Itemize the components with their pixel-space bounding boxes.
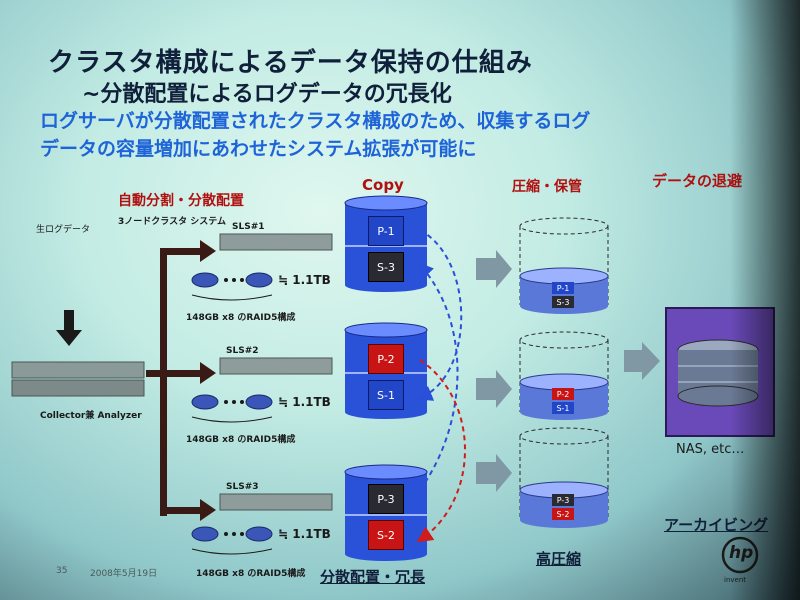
sls1-server-icon (219, 233, 333, 251)
subtitle-line2: データの容量増加にあわせたシステム拡張が可能に (40, 138, 477, 160)
label-high-compress: 高圧縮 (536, 550, 582, 568)
header-copy: Copy (362, 176, 404, 194)
header-evacuate: データの退避 (652, 172, 743, 190)
disk-group-3-icon (191, 526, 273, 555)
copy-block-p2-label: P-2 (377, 352, 395, 366)
collector-label: Collector兼 Analyzer (40, 411, 142, 421)
title-line2: ~分散配置によるログデータの冗長化 (82, 82, 452, 107)
copy-block-s3-label: S-3 (377, 260, 395, 274)
compressed-block-p3: P-3 (552, 494, 574, 506)
compressed-block-s3: S-3 (552, 296, 574, 308)
compressed-block-s2-label: S-2 (556, 509, 570, 519)
copy-block-p3: P-3 (368, 484, 404, 514)
subtitle-line1: ログサーバが分散配置されたクラスタ構成のため、収集するログ (40, 110, 591, 132)
archive-arrow-icon (624, 342, 660, 380)
copy-block-s2-label: S-2 (377, 528, 395, 542)
copy-arrow-p2-s2-icon (416, 359, 466, 543)
compressed-block-p3-label: P-3 (556, 495, 570, 505)
compressed-block-p1: P-1 (552, 282, 574, 294)
disk-group-2-icon (191, 394, 273, 423)
nas-archive-icon (665, 307, 775, 437)
disk-group-1-icon (191, 272, 273, 301)
node-label-sls1: SLS#1 (232, 222, 265, 232)
hp-logo-sub: invent (724, 576, 747, 584)
raw-log-label: 生ログデータ (36, 225, 91, 235)
cluster-system-label: 3ノードクラスタ システム (118, 217, 226, 227)
raid-label-3: 148GB x8 のRAID5構成 (196, 569, 306, 579)
copy-block-s3: S-3 (368, 252, 404, 282)
capacity-label-1: ≒ 1.1TB (278, 273, 331, 287)
capacity-label-2: ≒ 1.1TB (278, 395, 331, 409)
compressed-block-s2: S-2 (552, 508, 574, 520)
copy-block-p2: P-2 (368, 344, 404, 374)
copy-block-s1: S-1 (368, 380, 404, 410)
copy-block-p3-label: P-3 (377, 492, 395, 506)
compressed-block-s3-label: S-3 (556, 297, 570, 307)
compressed-block-p2: P-2 (552, 388, 574, 400)
header-distribute: 自動分割・分散配置 (118, 193, 244, 209)
compress-arrows-icon (476, 250, 512, 492)
sls2-server-icon (219, 357, 333, 375)
label-archiving: アーカイビング (664, 516, 769, 534)
label-nas: NAS, etc… (676, 442, 745, 457)
title-line1: クラスタ構成によるデータ保持の仕組み (48, 48, 533, 78)
node-label-sls2: SLS#2 (226, 346, 259, 356)
compressed-block-s1: S-1 (552, 402, 574, 414)
copy-block-s2: S-2 (368, 520, 404, 550)
raid-label-1: 148GB x8 のRAID5構成 (186, 313, 296, 323)
header-compress: 圧縮・保管 (512, 179, 582, 195)
page-number: 35 (56, 566, 68, 576)
copy-block-p1-label: P-1 (377, 224, 395, 238)
node-label-sls3: SLS#3 (226, 482, 259, 492)
hp-logo-text: hp (729, 543, 754, 563)
compressed-block-s1-label: S-1 (556, 403, 570, 413)
label-distributed: 分散配置・冗長 (320, 568, 426, 586)
compressed-block-p1-label: P-1 (556, 283, 570, 293)
collector-server-icon (11, 361, 145, 397)
raid-label-2: 148GB x8 のRAID5構成 (186, 435, 296, 445)
branch-arrows-icon (146, 240, 216, 521)
slide-date: 2008年5月19日 (90, 569, 158, 579)
sls3-server-icon (219, 493, 333, 511)
copy-arrow-p1-s1-icon (416, 229, 463, 401)
capacity-label-3: ≒ 1.1TB (278, 527, 331, 541)
down-arrow-icon (56, 310, 82, 346)
copy-block-s1-label: S-1 (377, 388, 395, 402)
compressed-block-p2-label: P-2 (556, 389, 570, 399)
copy-block-p1: P-1 (368, 216, 404, 246)
